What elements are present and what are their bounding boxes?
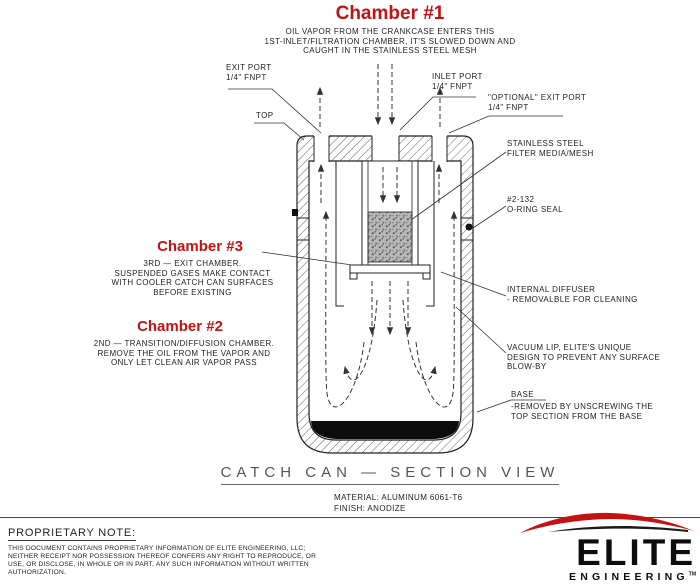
o-ring-seal	[465, 223, 473, 231]
footer-divider	[0, 517, 700, 518]
callout-oring-seal: #2-132 O-RING SEAL	[507, 195, 563, 214]
material-spec: MATERIAL: ALUMINUM 6061-T6	[334, 493, 463, 502]
joints-and-oring	[292, 209, 473, 241]
proprietary-heading: PROPRIETARY NOTE:	[8, 527, 136, 541]
callout-vacuum-lip: VACUUM LIP, ELITE'S UNIQUE DESIGN TO PRE…	[507, 343, 661, 371]
callout-top: TOP	[256, 111, 274, 120]
top-ports	[313, 134, 448, 162]
callout-exit-port: EXIT PORT 1/4" FNPT	[226, 63, 272, 82]
logo-subtitle-label: ENGINEERING	[569, 571, 689, 583]
chamber1-title: Chamber #1	[335, 3, 445, 24]
logo-subtitle-text: ENGINEERINGTM	[518, 571, 696, 583]
elite-swoosh-icon	[520, 512, 694, 533]
vacuum-lip-right	[426, 300, 435, 307]
callout-internal-diffuser: INTERNAL DIFFUSER - REMOVALBLE FOR CLEAN…	[507, 285, 638, 304]
view-title: CATCH CAN — SECTION VIEW	[150, 464, 630, 485]
proprietary-note: PROPRIETARY NOTE: THIS DOCUMENT CONTAINS…	[8, 523, 353, 577]
callout-filter-media: STAINLESS STEEL FILTER MEDIA/MESH	[507, 139, 594, 158]
flow-arrows	[316, 64, 458, 408]
stainless-mesh-block	[367, 211, 413, 263]
elite-logo: ELITE ENGINEERINGTM	[518, 511, 696, 583]
logo-tm-mark: TM	[688, 571, 696, 578]
lid-skirts	[335, 161, 435, 307]
collected-oil	[311, 421, 459, 439]
proprietary-body: THIS DOCUMENT CONTAINS PROPRIETARY INFOR…	[8, 545, 317, 576]
chamber1-description: OIL VAPOR FROM THE CRANKCASE ENTERS THIS…	[264, 27, 516, 55]
chamber2-description: 2ND — TRANSITION/DIFFUSION CHAMBER. REMO…	[93, 339, 275, 367]
vacuum-lip-left	[335, 300, 344, 307]
filter-tube	[361, 160, 419, 268]
chamber3-title: Chamber #3	[157, 238, 243, 255]
callout-optional-exit-port: "OPTIONAL" EXIT PORT 1/4" FNPT	[488, 93, 587, 112]
chamber3-description: 3RD — EXIT CHAMBER. SUSPENDED GASES MAKE…	[111, 259, 274, 297]
leader-lines	[228, 88, 563, 413]
callout-base: BASE	[511, 390, 534, 399]
callout-inlet-port: INLET PORT 1/4" FNPT	[432, 72, 483, 91]
can-wall-section	[296, 135, 474, 454]
callout-base-description: -REMOVED BY UNSCREWING THE TOP SECTION F…	[511, 402, 654, 421]
finish-spec: FINISH: ANODIZE	[334, 504, 406, 513]
internal-diffuser	[349, 264, 431, 280]
chamber2-title: Chamber #2	[137, 318, 223, 335]
logo-brand-text: ELITE	[576, 532, 696, 573]
